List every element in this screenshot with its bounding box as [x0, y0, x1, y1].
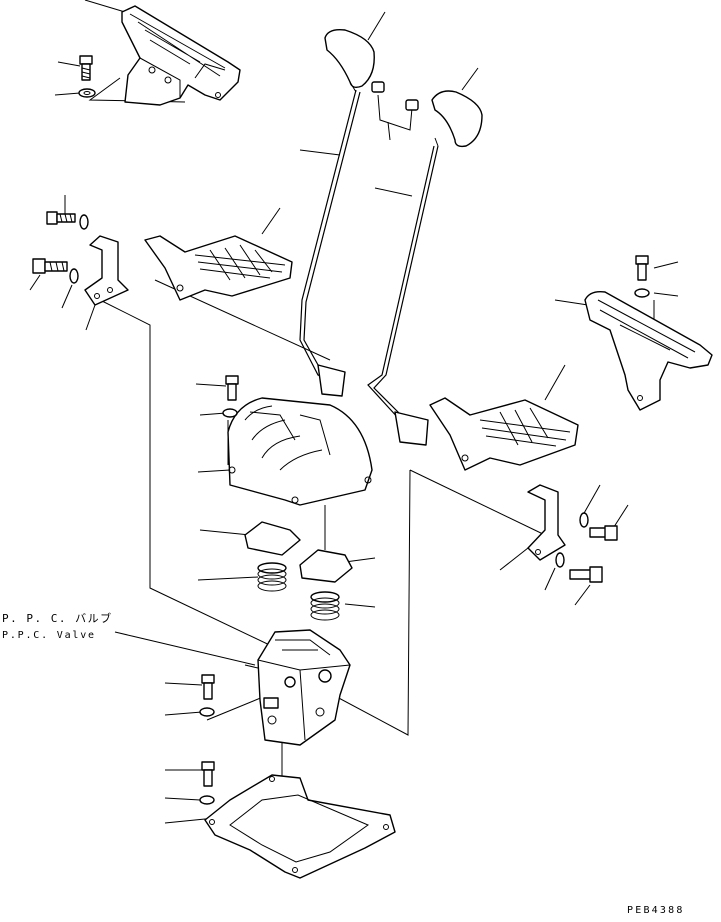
pedal-cover-right	[584, 290, 713, 411]
spring-icon	[310, 591, 340, 621]
bolt-icon	[32, 258, 68, 274]
drawing-code: PEB4388	[627, 905, 685, 916]
pedal-cover-left	[121, 5, 241, 106]
pedal-icon	[144, 235, 293, 301]
spring-seat	[244, 521, 353, 583]
valve-icon	[244, 629, 351, 746]
bolt-icon	[569, 525, 618, 583]
pedal-bracket-left	[84, 235, 129, 306]
ppc-valve-label-jp: P. P. C. バルブ	[2, 612, 113, 625]
bolt-icon	[79, 55, 93, 81]
washer-icon	[69, 268, 79, 284]
gasket-plate	[204, 774, 396, 879]
ppc-valve-label-en: P.P.C. Valve	[2, 630, 96, 641]
bolt-icon	[201, 761, 215, 787]
lever-knob-icon	[431, 90, 483, 148]
bolt-icon	[371, 81, 419, 111]
pedal-icon	[429, 397, 579, 471]
spring-icon	[257, 562, 287, 592]
bolt-icon	[201, 674, 215, 700]
lever-rod-right	[367, 145, 439, 446]
bolt-icon	[46, 211, 76, 225]
boot-cover	[227, 397, 373, 506]
washer-icon	[199, 707, 215, 717]
pedal-bracket-right	[527, 484, 566, 561]
washer-icon	[79, 214, 89, 230]
lever-rod-left	[299, 89, 361, 397]
bolt-icon	[225, 375, 239, 401]
lever-knob-icon	[324, 28, 375, 93]
washer-icon	[78, 88, 96, 98]
washer-icon	[222, 408, 238, 418]
washer-icon	[199, 795, 215, 805]
washer-icon	[634, 288, 650, 298]
washer-icon	[555, 512, 589, 568]
bolt-icon	[635, 255, 649, 281]
